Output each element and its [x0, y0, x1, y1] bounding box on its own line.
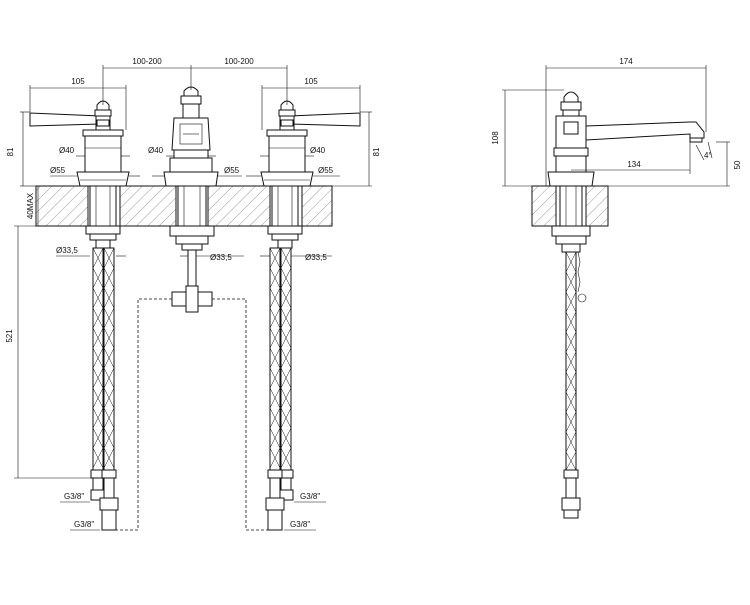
dim-spacing-right: 100-200 — [224, 57, 254, 66]
dim-diam335-left: Ø33,5 — [56, 246, 78, 255]
dim-diam40-left: Ø40 — [59, 146, 75, 155]
dim-diam40-center: Ø40 — [148, 146, 164, 155]
dim-lever-right: 105 — [304, 77, 318, 86]
dim-g38-left-lower: G3/8" — [74, 520, 94, 529]
dim-side-angle: 4° — [704, 151, 712, 160]
dim-diam40-right: Ø40 — [310, 146, 326, 155]
dimension-lines — [14, 65, 372, 531]
dim-hose-length: 521 — [5, 329, 14, 343]
left-valve — [29, 100, 130, 249]
dim-diam55-center: Ø55 — [224, 166, 240, 175]
dim-side-reach: 134 — [627, 160, 641, 169]
side-view: 174 108 134 4° 50 — [491, 57, 742, 519]
dim-g38-left-upper: G3/8" — [64, 492, 84, 501]
dim-lever-left: 105 — [71, 77, 85, 86]
dim-deck: 40MAX — [26, 192, 35, 219]
dim-g38-right-lower: G3/8" — [290, 520, 310, 529]
right-hoses — [265, 247, 294, 531]
dim-side-height: 108 — [491, 131, 500, 145]
dim-spacing-left: 100-200 — [132, 57, 162, 66]
dim-side-spout-height: 50 — [733, 160, 742, 169]
dim-diam335-right: Ø33,5 — [305, 253, 327, 262]
dim-diam55-right: Ø55 — [318, 166, 334, 175]
dim-height-left: 81 — [6, 147, 15, 156]
left-hoses — [90, 247, 119, 531]
dim-diam335-center: Ø33,5 — [210, 253, 232, 262]
front-view: 100-200 100-200 105 105 81 81 Ø40 Ø40 Ø4… — [5, 57, 381, 531]
dim-height-right: 81 — [372, 147, 381, 156]
dim-g38-right-upper: G3/8" — [300, 492, 320, 501]
dim-side-width: 174 — [619, 57, 633, 66]
center-spout — [108, 86, 276, 531]
dimension-labels: 100-200 100-200 105 105 81 81 Ø40 Ø40 Ø4… — [5, 57, 381, 529]
right-valve — [260, 100, 361, 249]
dim-diam55-left: Ø55 — [50, 166, 66, 175]
